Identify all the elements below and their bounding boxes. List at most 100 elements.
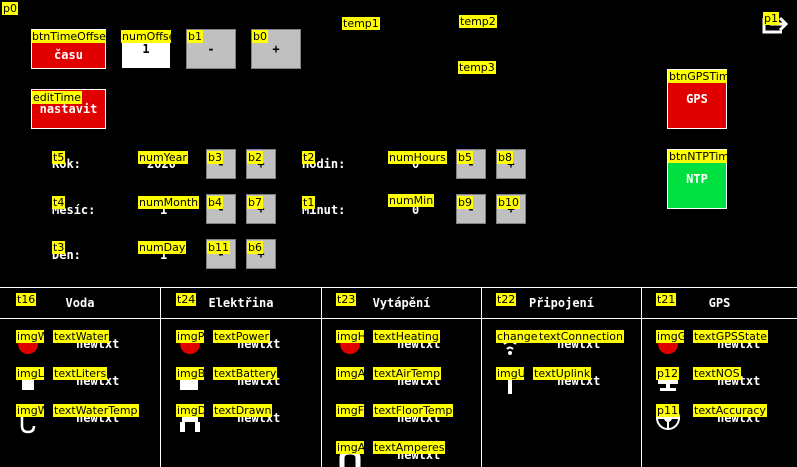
heating-status-icon <box>340 340 360 354</box>
b10-tag: b10 <box>497 196 520 209</box>
img-drawn-tag: imgDrawn <box>176 404 204 417</box>
day-plus-label: + <box>257 247 265 261</box>
hours-plus-label: + <box>507 157 515 171</box>
section-divider-4 <box>641 287 642 467</box>
gps-time-label: GPS <box>686 92 708 106</box>
ntp-time-label: NTP <box>686 172 708 186</box>
b7-tag: b7 <box>247 196 263 209</box>
img-gps-tag: imgGPS <box>656 330 684 343</box>
img-battery-tag: imgBattery <box>176 367 204 380</box>
day-number-tag[interactable]: numDay <box>138 241 187 254</box>
hours-minus-label: - <box>467 157 475 171</box>
hours-value: 0 <box>412 157 420 171</box>
water-temp-icon <box>16 404 40 434</box>
b6-tag: b6 <box>247 241 263 254</box>
liters-icon <box>18 370 40 392</box>
offset-plus-button[interactable]: + <box>251 29 301 69</box>
battery-icon <box>178 372 202 392</box>
text-amperes-tag: textAmperes <box>373 441 446 454</box>
text-floor-temp-tag: textFloorTemp <box>373 404 454 417</box>
text-uplink-tag: textUplink <box>533 367 592 380</box>
day-value: 1 <box>160 248 168 262</box>
text-water-tag: textWater <box>53 330 110 343</box>
t24-tag: t24 <box>176 293 197 306</box>
hours-number-tag[interactable]: numHours <box>388 151 447 164</box>
img-floor-temp-tag: imgFloorTemp <box>336 404 364 417</box>
section-divider-1 <box>160 287 161 467</box>
gps-status-icon <box>658 340 678 354</box>
hours-label-tag: t2 <box>302 151 316 164</box>
text-water-temp-tag: textWaterTemp <box>53 404 139 417</box>
section-header-line <box>0 318 797 319</box>
img-uplink-tag: imgUplink <box>496 367 524 380</box>
text-drawn-tag: textDrawn <box>213 404 273 417</box>
text-power-tag: textPower <box>213 330 270 343</box>
text-battery-tag: textBattery <box>213 367 278 380</box>
img-air-temp-tag: imgAirTemp <box>336 367 364 380</box>
t22-tag: t22 <box>496 293 517 306</box>
minutes-minus-label: - <box>467 202 475 216</box>
offset-minus-label: - <box>207 42 215 56</box>
text-liters-tag: textLiters <box>53 367 108 380</box>
section-divider-2 <box>321 287 322 467</box>
b2-tag: b2 <box>247 151 263 164</box>
section-title-pripojeni: Připojení <box>528 296 595 310</box>
time-offset-label: času <box>54 48 83 62</box>
text-connection-tag: textConnection <box>538 330 624 343</box>
edit-time-label: nastavit <box>39 102 98 116</box>
text-heating-tag: textHeating <box>373 330 440 343</box>
b11-tag: b11 <box>207 241 230 254</box>
temp3-tag: temp3 <box>458 61 496 74</box>
offset-number-tag: numOffset <box>121 30 171 43</box>
temp1-tag: temp1 <box>342 17 380 30</box>
year-minus-label: - <box>217 157 225 171</box>
section-title-gps: GPS <box>708 296 731 310</box>
edit-time-tag: editTime <box>32 91 83 104</box>
temp2-tag: temp2 <box>459 15 497 28</box>
b0-tag: b0 <box>252 30 268 43</box>
section-divider-3 <box>481 287 482 467</box>
b4-tag: b4 <box>207 196 223 209</box>
t21-tag: t21 <box>656 293 677 306</box>
p1-tag: p1 <box>763 12 779 25</box>
b5-tag: b5 <box>457 151 473 164</box>
page-tag: p0 <box>2 2 18 15</box>
img-water-tag: imgWater <box>16 330 44 343</box>
b3-tag: b3 <box>207 151 223 164</box>
img-heating-tag: imgHeating <box>336 330 364 343</box>
t16-tag: t16 <box>16 293 37 306</box>
text-gps-state-tag: textGPSState <box>693 330 768 343</box>
t23-tag: t23 <box>336 293 357 306</box>
offset-plus-label: + <box>272 42 280 56</box>
img-amperes-tag: imgAmperes <box>336 441 364 454</box>
img-water-temp-tag: imgWaterTemp <box>16 404 44 417</box>
section-title-vytapeni: Vytápění <box>372 296 431 310</box>
p11-tag: p11 <box>656 404 679 417</box>
drawn-icon <box>176 404 204 434</box>
gps-time-tag: btnGPSTime <box>668 70 727 83</box>
minutes-number-tag[interactable]: numMin <box>388 194 435 207</box>
day-label-tag: t3 <box>52 241 66 254</box>
power-status-icon <box>180 340 200 354</box>
month-value: 1 <box>160 203 168 217</box>
minutes-plus-label: + <box>507 202 515 216</box>
day-minus-label: - <box>217 247 225 261</box>
text-accuracy-tag: textAccuracy <box>693 404 767 417</box>
year-number-tag[interactable]: numYear <box>138 151 188 164</box>
p12-tag: p12 <box>656 367 679 380</box>
month-plus-label: + <box>257 202 265 216</box>
text-air-temp-tag: textAirTemp <box>373 367 442 380</box>
month-number-tag[interactable]: numMonth <box>138 196 200 209</box>
minutes-label-tag: t1 <box>302 196 316 209</box>
month-minus-label: - <box>217 202 225 216</box>
b9-tag: b9 <box>457 196 473 209</box>
img-liters-tag: imgLiters <box>16 367 44 380</box>
month-label-tag: t4 <box>52 196 66 209</box>
year-label-tag: t5 <box>52 151 66 164</box>
section-top-line <box>0 287 797 288</box>
uplink-icon <box>500 370 520 396</box>
section-title-voda: Voda <box>65 296 95 310</box>
time-offset-tag: btnTimeOffset <box>31 30 106 43</box>
text-nos-tag: textNOS <box>693 367 741 380</box>
minutes-value: 0 <box>412 203 420 217</box>
